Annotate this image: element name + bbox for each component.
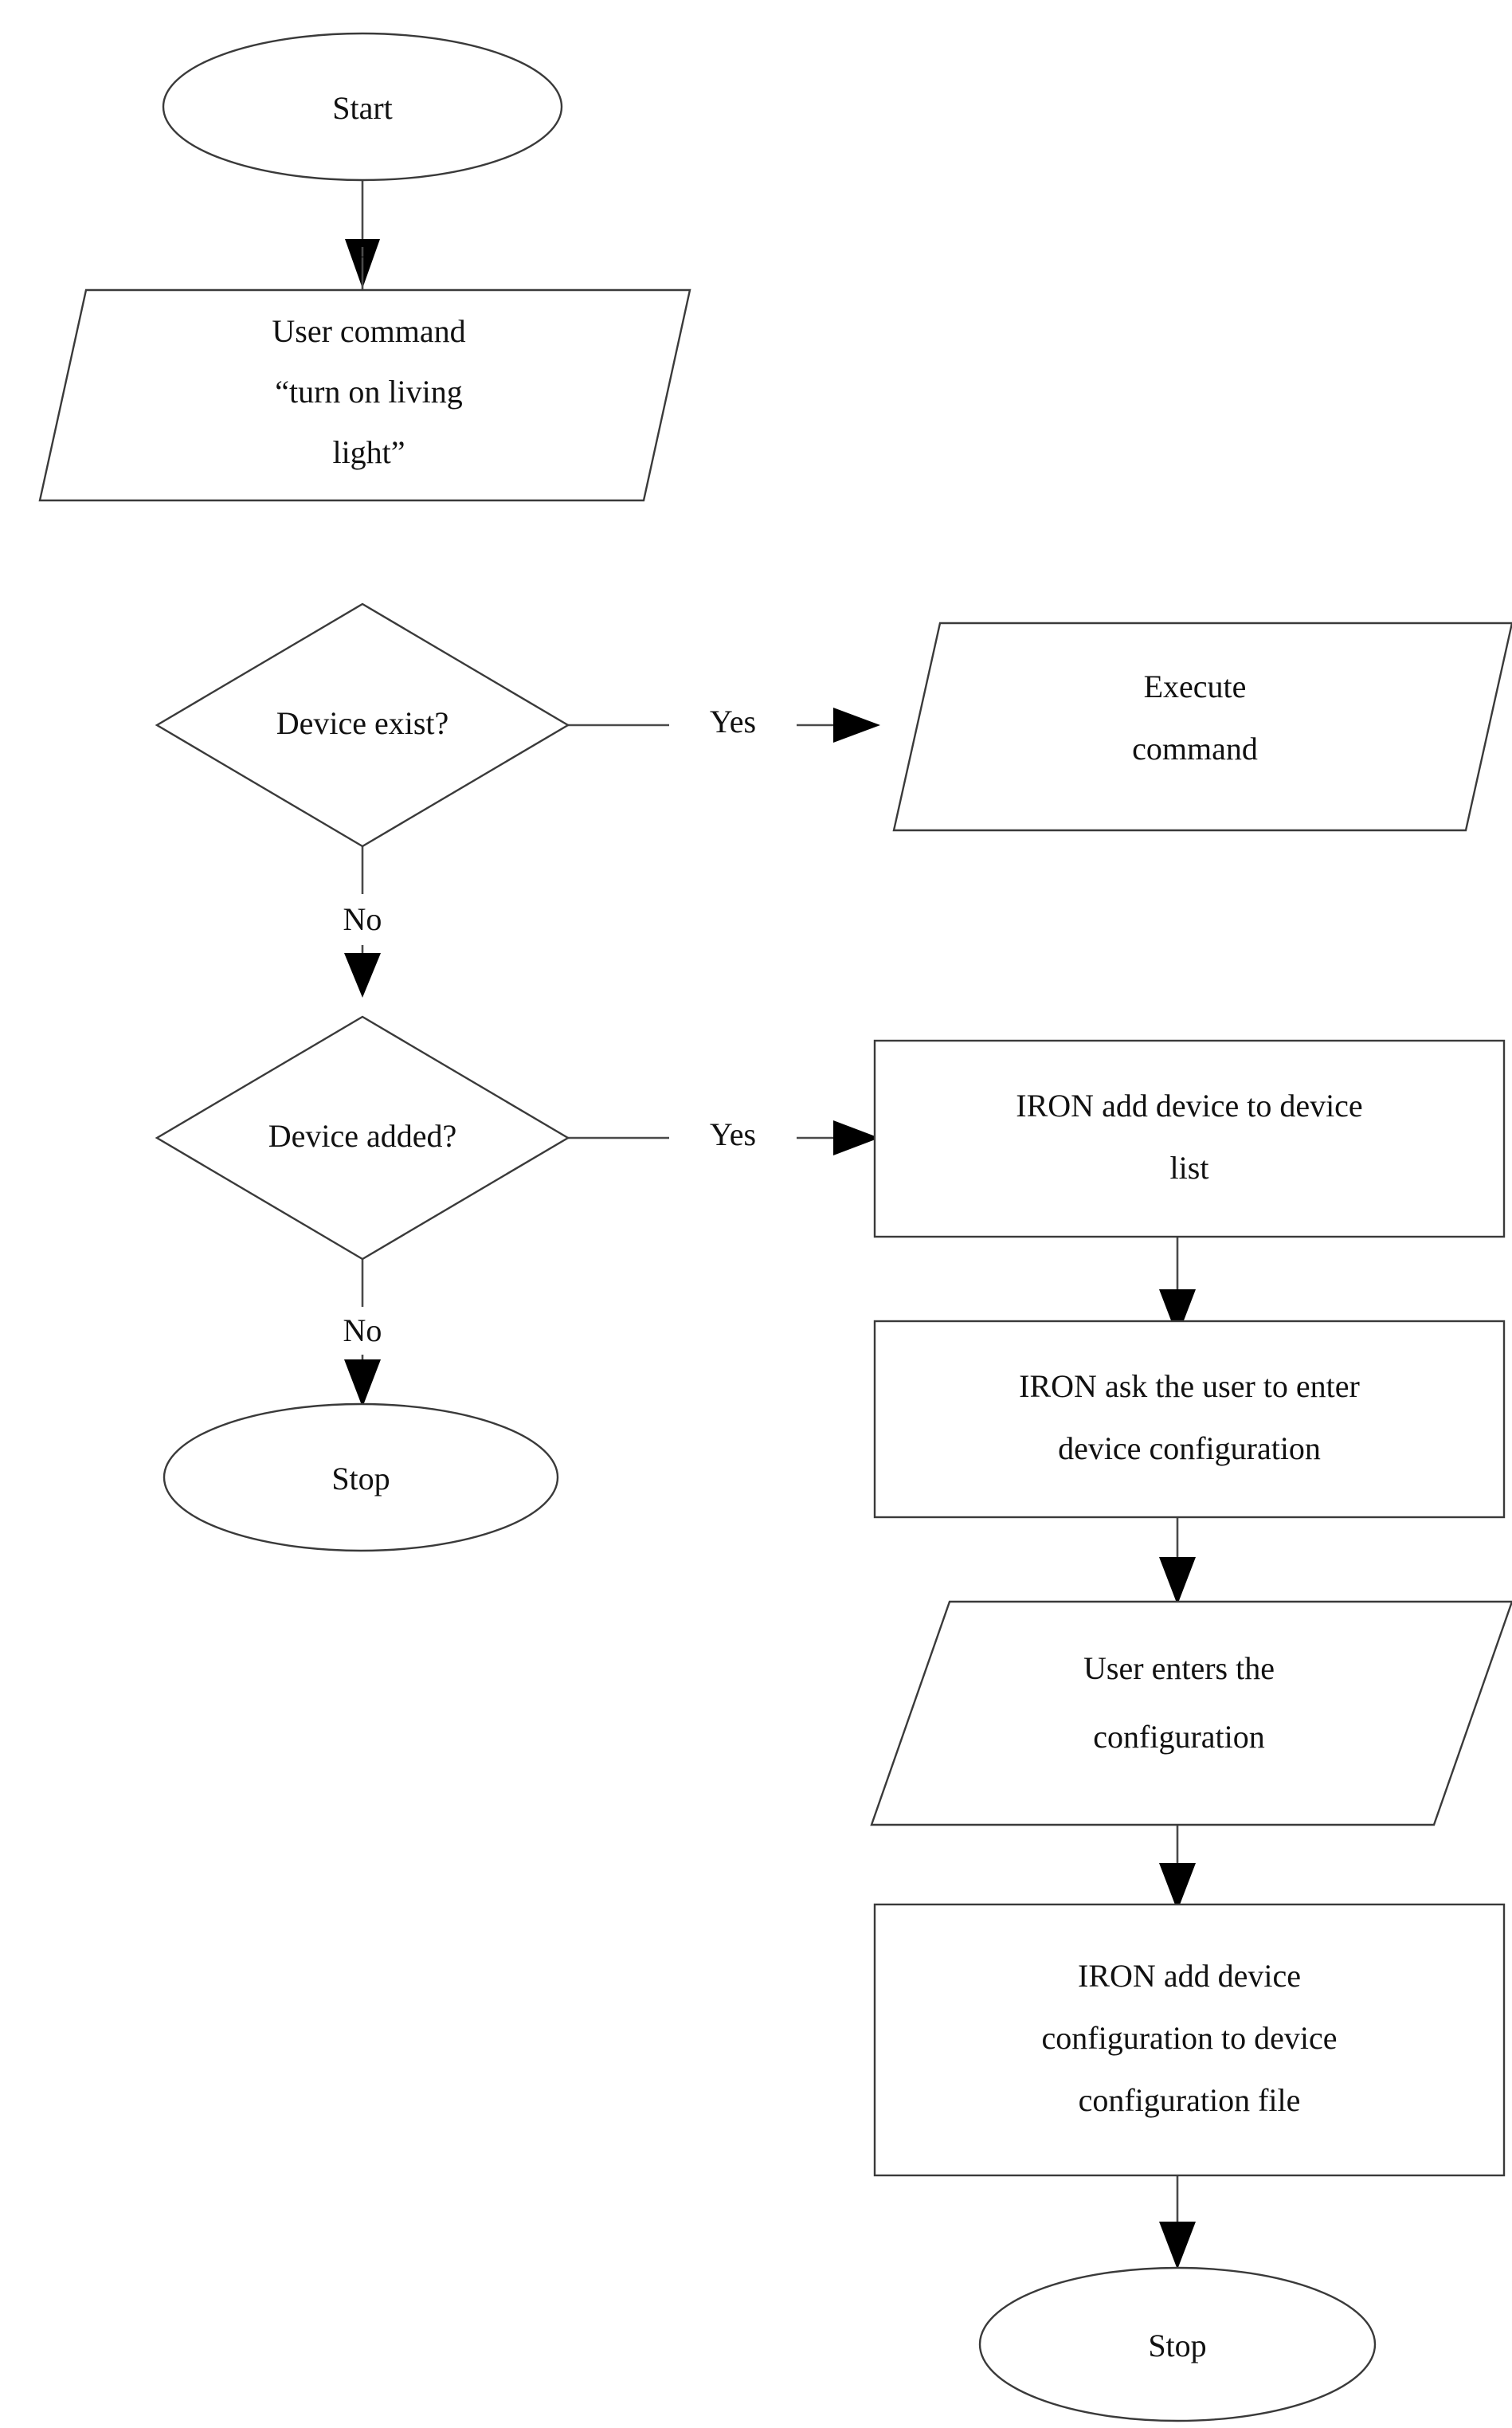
iron-add-config-rect[interactable] — [873, 1903, 1506, 2177]
iron-add-config-line2: configuration to device — [1042, 2020, 1338, 2056]
start-ellipse[interactable] — [162, 32, 563, 182]
iron-add-device-line2: list — [1170, 1150, 1209, 1186]
stop-right-ellipse[interactable] — [978, 2266, 1377, 2422]
arrow-head-icon — [1159, 1289, 1196, 1337]
edge-addconfig-to-stop — [1159, 2175, 1196, 2269]
node-start[interactable]: Start — [162, 32, 563, 182]
arrow-head-icon — [833, 1120, 879, 1155]
node-user-enters-config[interactable]: User enters the configuration — [870, 1600, 1512, 1826]
edge-label-added-yes: Yes — [710, 1116, 756, 1152]
node-user-command[interactable]: User command “turn on living light” — [38, 288, 691, 502]
user-command-line1: User command — [272, 313, 465, 349]
iron-add-device-line1: IRON add device to device — [1016, 1088, 1362, 1124]
iron-add-config-line3: configuration file — [1079, 2082, 1301, 2118]
user-enters-config-parallelogram[interactable] — [870, 1600, 1512, 1826]
stop-left-label: Stop — [331, 1461, 390, 1496]
arrow-head-icon — [344, 1359, 381, 1407]
device-added-label: Device added? — [268, 1118, 457, 1154]
start-label: Start — [332, 90, 393, 126]
edge-exist-yes — [568, 708, 880, 743]
user-command-line2: “turn on living — [275, 374, 463, 410]
edge-ask-to-enters — [1159, 1516, 1196, 1605]
node-iron-add-device[interactable]: IRON add device to device list — [873, 1039, 1506, 1238]
edge-label-exist-yes: Yes — [710, 704, 756, 739]
edge-label-added-no: No — [343, 1312, 382, 1348]
execute-command-line1: Execute — [1144, 669, 1247, 704]
edge-added-no — [344, 1259, 381, 1407]
arrow-head-icon — [833, 708, 880, 743]
iron-ask-user-line2: device configuration — [1058, 1430, 1321, 1466]
user-command-parallelogram[interactable] — [38, 288, 691, 502]
user-enters-config-line1: User enters the — [1083, 1650, 1275, 1686]
node-iron-ask-user[interactable]: IRON ask the user to enter device config… — [873, 1320, 1506, 1519]
edge-addlist-to-ask — [1159, 1237, 1196, 1337]
arrow-head-icon — [1159, 1557, 1196, 1605]
execute-command-parallelogram[interactable] — [892, 622, 1512, 832]
node-stop-left[interactable]: Stop — [163, 1402, 559, 1552]
arrow-head-icon — [344, 953, 381, 998]
edge-added-yes — [568, 1120, 879, 1155]
device-added-diamond[interactable] — [155, 1015, 570, 1261]
iron-add-config-line1: IRON add device — [1078, 1958, 1301, 1994]
device-exist-label: Device exist? — [276, 705, 449, 741]
iron-ask-user-line1: IRON ask the user to enter — [1019, 1368, 1360, 1404]
stop-left-ellipse[interactable] — [163, 1402, 559, 1552]
edge-exist-no — [344, 846, 381, 998]
arrow-head-icon — [1159, 1863, 1196, 1911]
stop-right-label: Stop — [1148, 2328, 1206, 2363]
iron-add-device-rect[interactable] — [873, 1039, 1506, 1238]
execute-command-line2: command — [1132, 731, 1258, 767]
node-execute-command[interactable]: Execute command — [892, 622, 1512, 832]
node-device-added[interactable]: Device added? — [155, 1015, 570, 1261]
node-iron-add-config[interactable]: IRON add device configuration to device … — [873, 1903, 1506, 2177]
edge-label-exist-no: No — [343, 901, 382, 937]
arrow-head-icon — [1159, 2222, 1196, 2269]
node-device-exist[interactable]: Device exist? — [155, 602, 570, 848]
user-command-line3: light” — [332, 434, 405, 470]
edge-enters-to-addconfig — [1159, 1823, 1196, 1911]
user-enters-config-line2: configuration — [1093, 1719, 1265, 1755]
node-stop-right[interactable]: Stop — [978, 2266, 1377, 2422]
iron-ask-user-rect[interactable] — [873, 1320, 1506, 1519]
device-exist-diamond[interactable] — [155, 602, 570, 848]
